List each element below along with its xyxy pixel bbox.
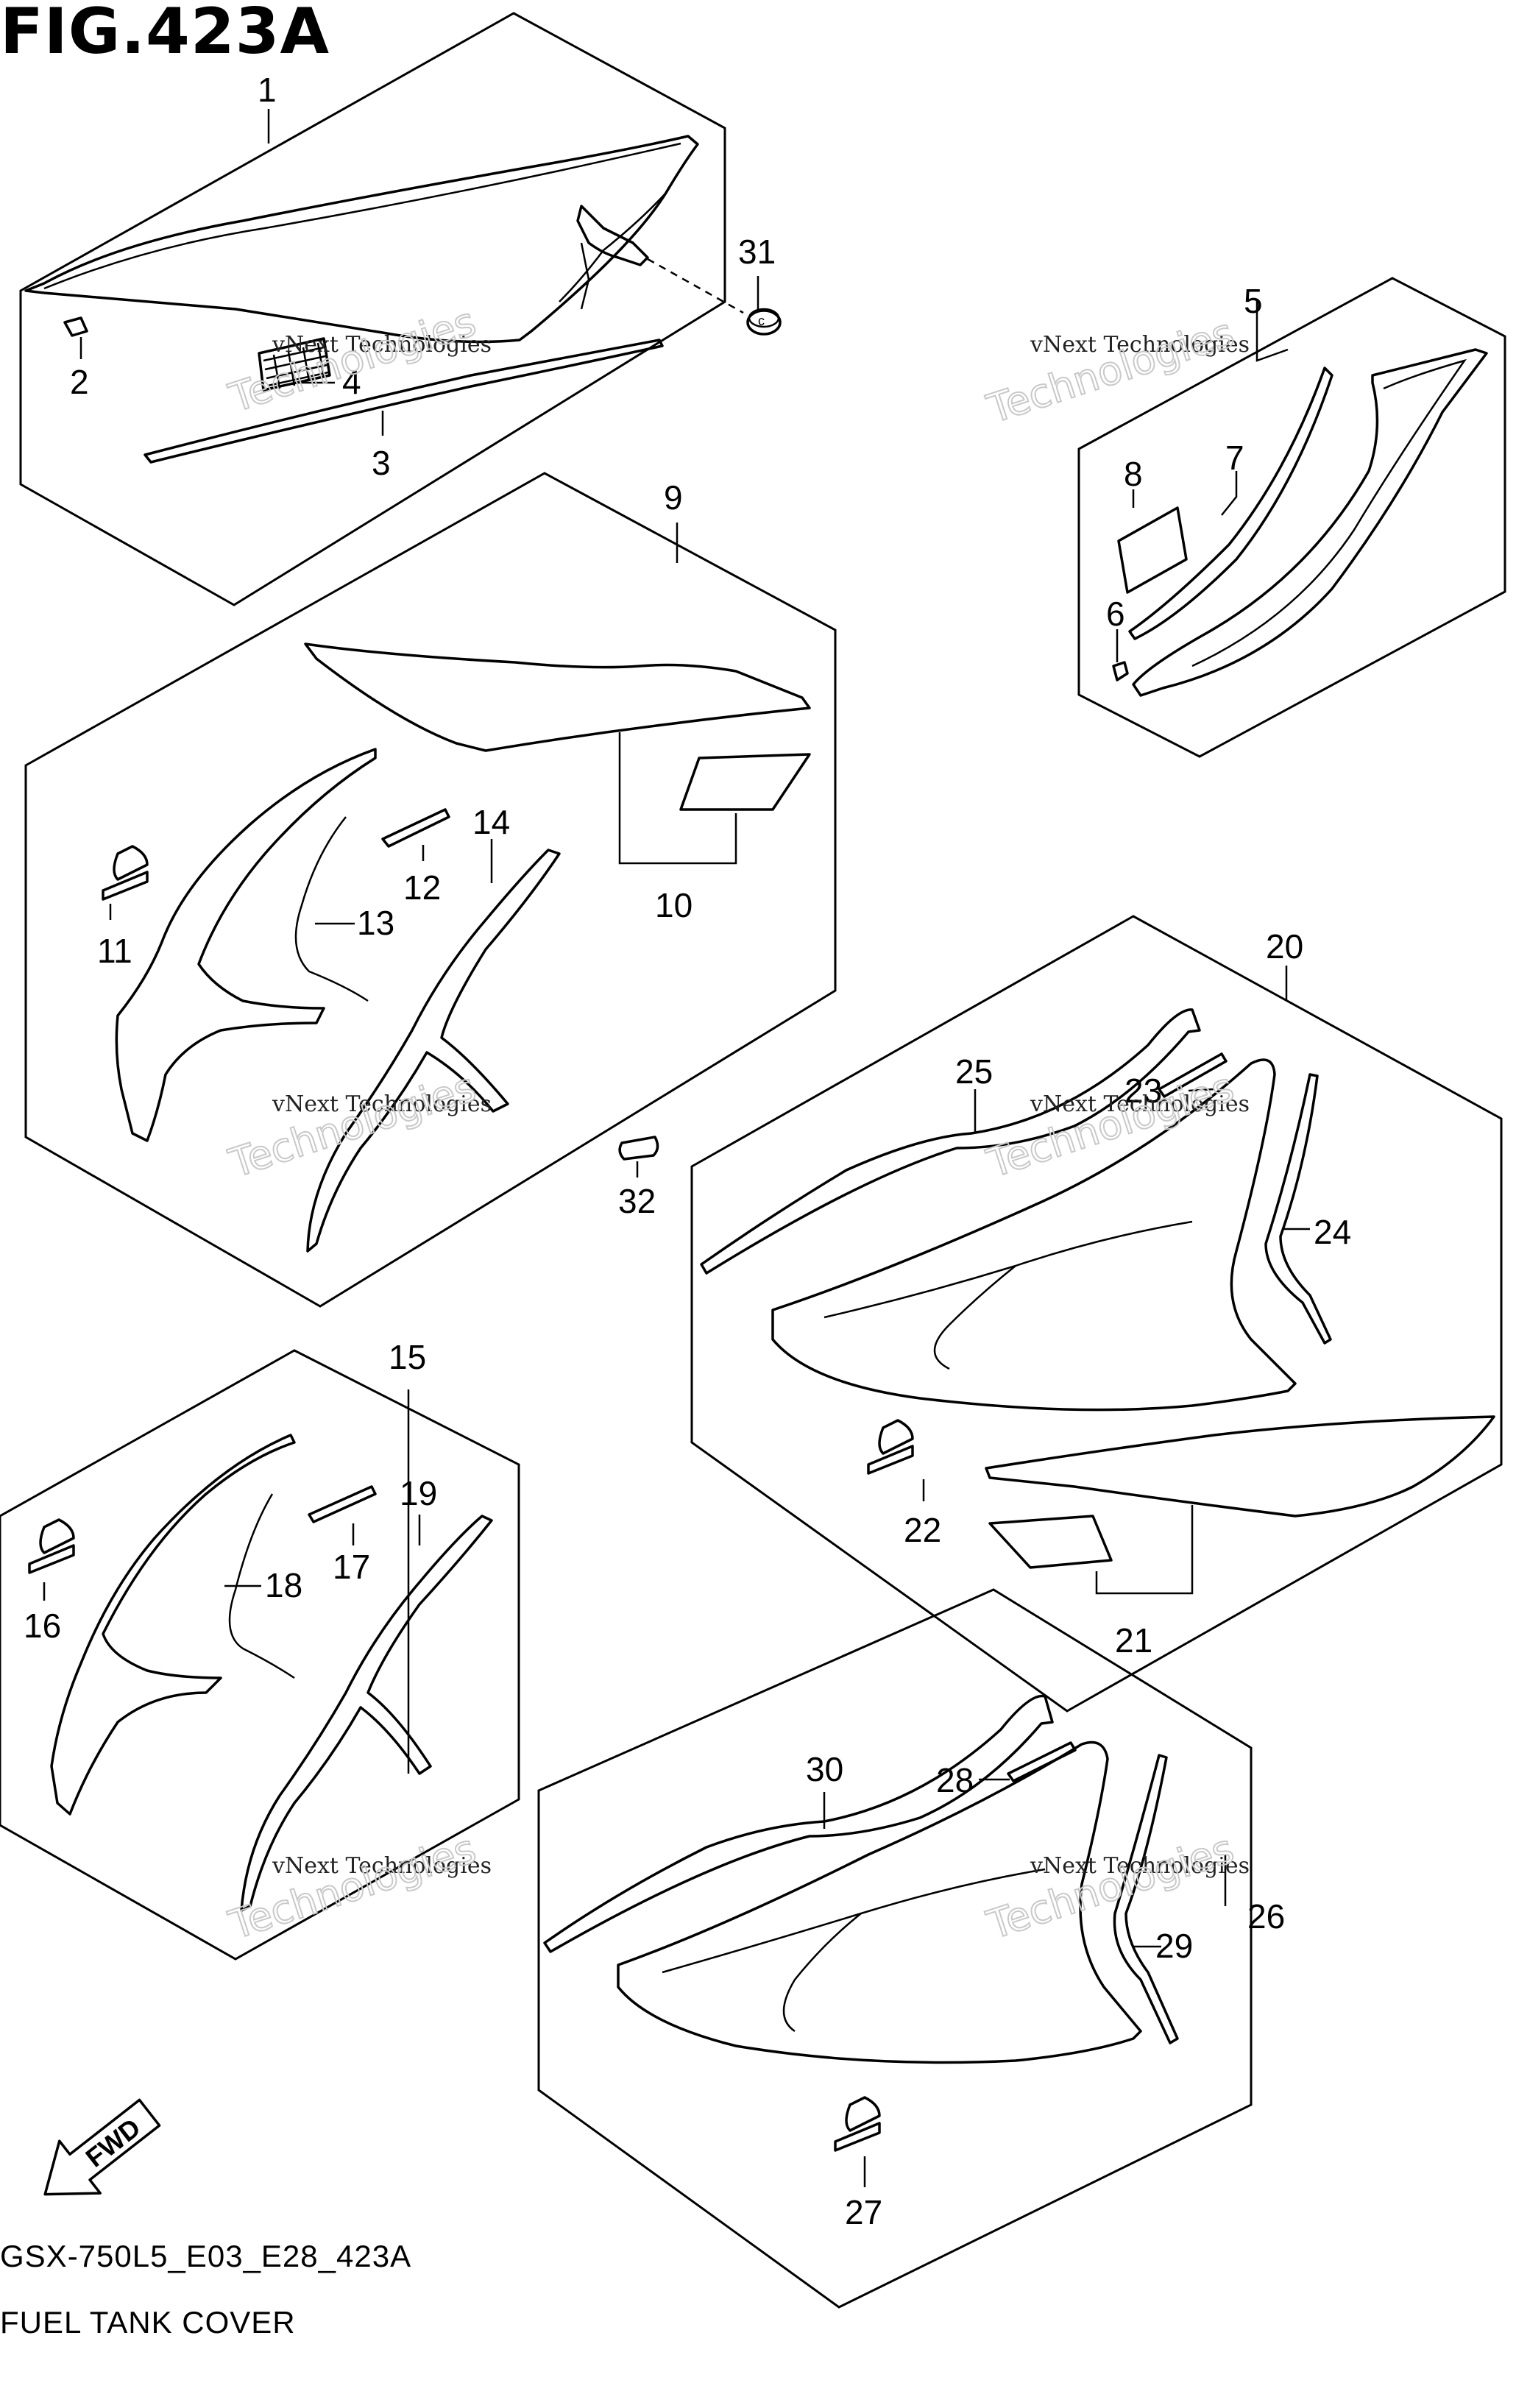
callout-22: 22	[904, 1511, 941, 1549]
trim-part-25	[700, 1008, 1201, 1275]
emblem-part-16	[28, 1518, 75, 1574]
callout-13: 13	[357, 904, 394, 942]
callout-31: 31	[738, 233, 776, 271]
group-box-26	[537, 1588, 1253, 2309]
mesh-part-4	[258, 337, 331, 392]
strip-part-7	[1128, 366, 1333, 640]
watermark-text: vNext Technologies	[272, 1853, 492, 1879]
trim-part-29	[1113, 1754, 1179, 2044]
group-box-9	[24, 472, 837, 1308]
leader-lines	[43, 109, 1310, 2187]
callout-6: 6	[1106, 595, 1125, 633]
callout-12: 12	[403, 868, 441, 907]
trim-part-14	[306, 849, 561, 1253]
callout-26: 26	[1247, 1897, 1285, 1936]
grommet-part-32	[618, 1136, 659, 1161]
watermark-text: Technologies	[982, 1063, 1239, 1186]
callout-14: 14	[472, 803, 510, 841]
clip-part-6	[1112, 661, 1129, 681]
callout-20: 20	[1266, 927, 1303, 966]
plate-part-8	[1117, 506, 1188, 594]
trim-part-24	[1264, 1073, 1332, 1345]
figure-title: FIG.423A	[0, 0, 330, 68]
callout-25: 25	[955, 1052, 993, 1091]
figure-caption: FUEL TANK COVER	[0, 2305, 296, 2340]
strip-part-12	[381, 808, 450, 848]
watermark-text: Technologies	[982, 1825, 1239, 1948]
figure-code: GSX-750L5_E03_E28_423A	[0, 2239, 412, 2273]
watermark-text: vNext Technologies	[272, 1091, 492, 1117]
callout-2: 2	[70, 363, 89, 401]
callout-30: 30	[806, 1750, 843, 1788]
callout-5: 5	[1244, 282, 1263, 320]
forward-arrow-icon: FWD	[43, 2098, 161, 2196]
group-box-1	[19, 12, 726, 606]
frame-cover-part-1	[24, 135, 699, 344]
callout-7: 7	[1225, 439, 1244, 477]
cover-part-18	[50, 1434, 296, 1816]
callout-17: 17	[333, 1548, 370, 1586]
emblem-part-27	[834, 2096, 881, 2152]
callout-24: 24	[1314, 1213, 1351, 1251]
cover-part-5	[1132, 348, 1488, 697]
callout-28: 28	[936, 1761, 974, 1799]
callout-8: 8	[1124, 455, 1143, 493]
callout-32: 32	[618, 1182, 656, 1220]
group-box-5	[1077, 277, 1506, 758]
plate-part-2	[63, 316, 88, 337]
callout-16: 16	[24, 1607, 61, 1645]
callout-23: 23	[1124, 1072, 1162, 1110]
group-box-20	[690, 915, 1503, 1713]
cover-part-13	[115, 748, 377, 1142]
strip-part-3	[144, 339, 664, 464]
cover-part-20	[771, 1058, 1297, 1412]
callout-29: 29	[1155, 1927, 1193, 1965]
watermark-text: vNext Technologies	[1030, 1091, 1250, 1117]
callout-9: 9	[664, 478, 683, 517]
watermark-text: Technologies	[224, 1063, 481, 1186]
clip-part-31: c	[647, 258, 782, 336]
callout-3: 3	[372, 444, 391, 482]
watermark-text: Technologies	[982, 309, 1239, 432]
callout-15: 15	[389, 1338, 426, 1376]
group-box-15	[0, 1349, 520, 1961]
emblem-part-11	[102, 845, 149, 901]
strip-part-23	[1158, 1052, 1228, 1098]
cover-part-9	[304, 642, 811, 752]
strip-part-28	[1007, 1741, 1077, 1782]
callout-19: 19	[400, 1474, 437, 1512]
callout-11: 11	[97, 932, 132, 970]
strip-part-17	[308, 1485, 377, 1523]
cover-part-26	[617, 1741, 1142, 2064]
callout-10: 10	[655, 886, 693, 924]
trim-part-19	[240, 1515, 493, 1912]
emblem-part-22	[867, 1419, 914, 1475]
callout-21: 21	[1115, 1621, 1152, 1660]
watermark-text: vNext Technologies	[272, 332, 492, 358]
callout-27: 27	[845, 2193, 882, 2231]
svg-text:c: c	[758, 314, 765, 328]
cover-part-21	[985, 1415, 1495, 1569]
callout-1: 1	[258, 71, 277, 109]
callout-4: 4	[342, 363, 361, 401]
callout-18: 18	[265, 1566, 302, 1604]
panel-part-10	[679, 753, 811, 811]
watermark-text: vNext Technologies	[1030, 332, 1250, 358]
watermark-text: vNext Technologies	[1030, 1853, 1250, 1879]
callout-labels: 1 2 3 4 5 6 7 8 9 10 11 12 13 14 15 16 1…	[24, 71, 1351, 2231]
watermark-text: Technologies	[224, 1825, 481, 1948]
trim-part-30	[543, 1694, 1054, 1953]
